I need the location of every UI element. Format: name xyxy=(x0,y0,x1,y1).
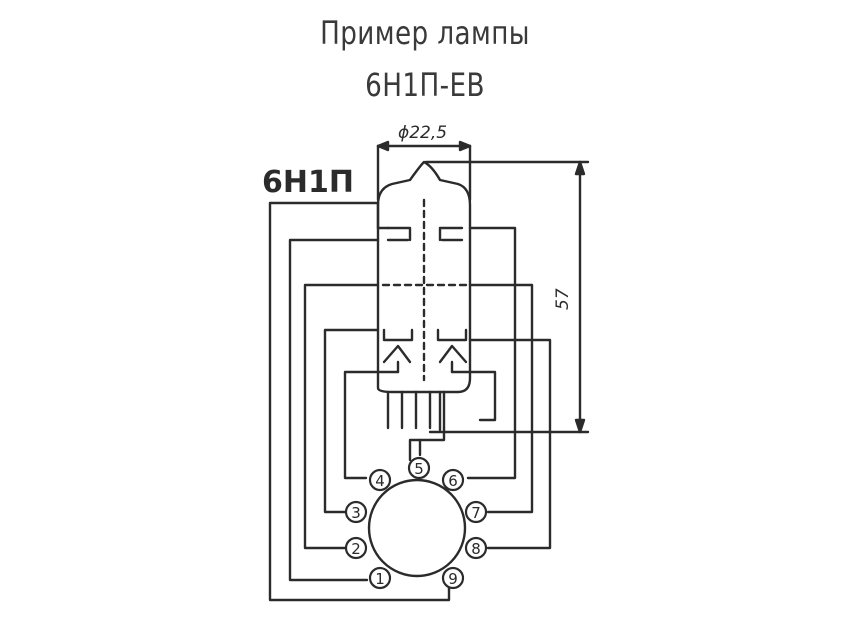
heater-filaments xyxy=(382,344,468,364)
pin-8: 8 xyxy=(464,536,488,560)
anode-plates xyxy=(386,226,464,242)
pin-3: 3 xyxy=(344,500,368,524)
svg-text:1: 1 xyxy=(375,570,385,588)
tube-pins xyxy=(386,390,446,430)
pin-7: 7 xyxy=(464,500,488,524)
wiring xyxy=(268,201,552,602)
svg-text:6: 6 xyxy=(448,472,458,490)
cathodes xyxy=(382,328,468,342)
page-subtitle: 6Н1П-ЕВ xyxy=(365,66,485,104)
pin-5: 5 xyxy=(407,456,431,480)
socket-pins: 1 2 3 4 5 6 7 xyxy=(344,456,488,590)
svg-text:7: 7 xyxy=(471,504,481,522)
svg-text:9: 9 xyxy=(448,570,458,588)
svg-text:8: 8 xyxy=(471,540,481,558)
svg-text:5: 5 xyxy=(414,460,424,478)
diameter-label: ϕ22,5 xyxy=(398,123,447,143)
svg-text:4: 4 xyxy=(375,472,385,490)
svg-text:2: 2 xyxy=(351,540,361,558)
height-label: 57 xyxy=(553,288,573,310)
tube-envelope xyxy=(376,160,472,394)
diameter-dimension xyxy=(376,140,472,202)
pin-1: 1 xyxy=(368,566,392,590)
pin-2: 2 xyxy=(344,536,368,560)
socket-body xyxy=(367,478,467,578)
height-dimension xyxy=(424,160,590,434)
pin-6: 6 xyxy=(441,468,465,492)
tube-label: 6Н1П xyxy=(262,165,354,200)
pin-9: 9 xyxy=(441,566,465,590)
pin-4: 4 xyxy=(368,468,392,492)
page-title: Пример лампы xyxy=(320,14,530,52)
grid-lines xyxy=(381,198,468,382)
svg-text:3: 3 xyxy=(351,504,361,522)
